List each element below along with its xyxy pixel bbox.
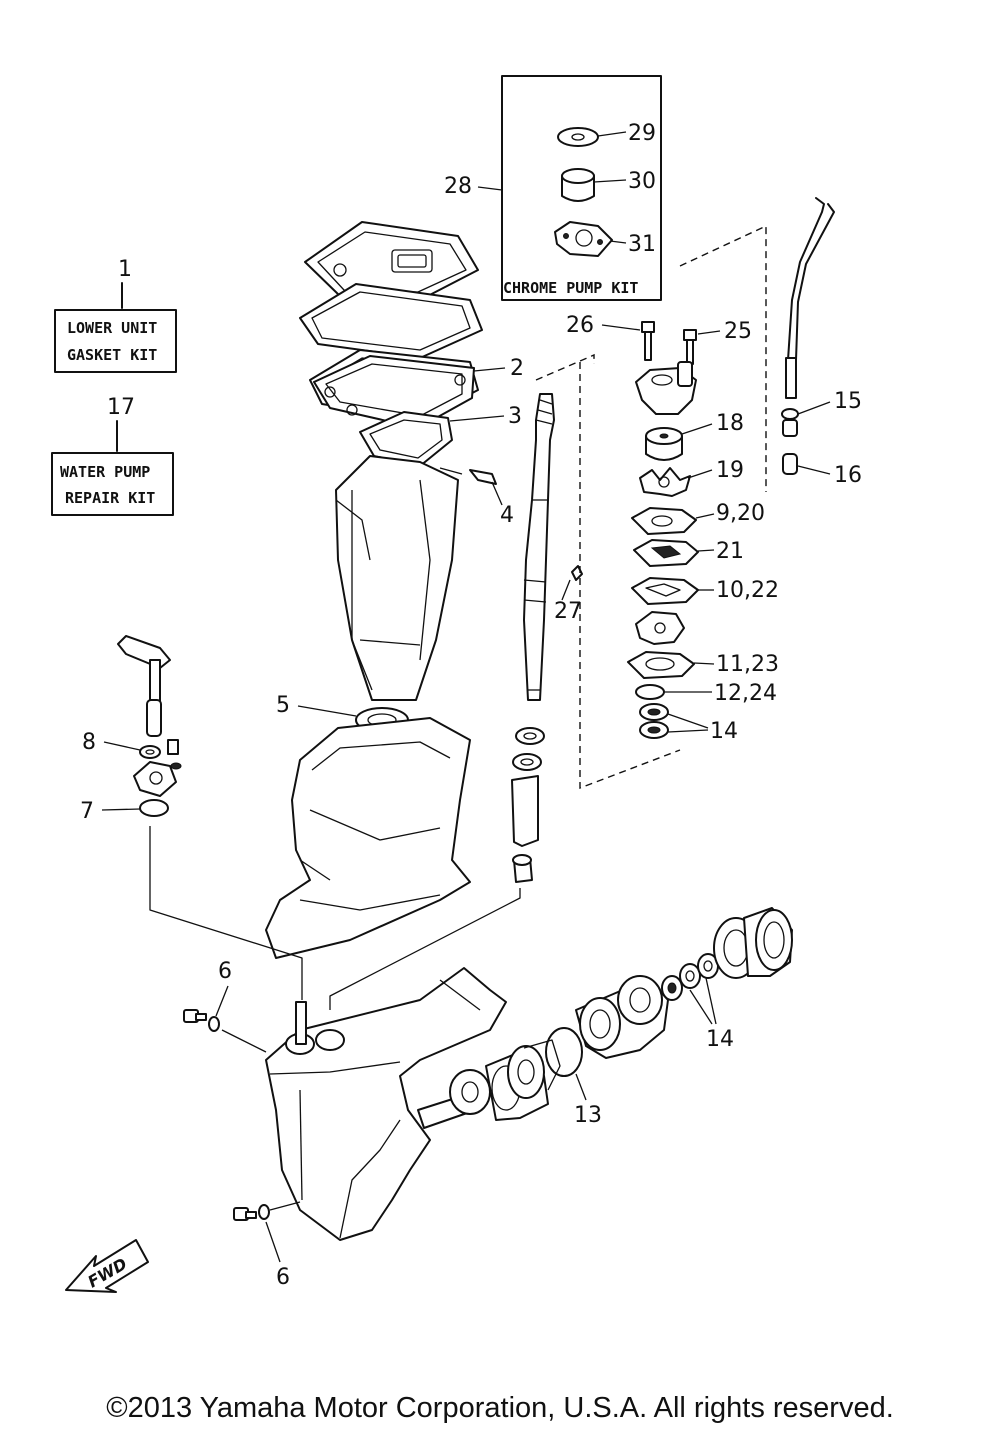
grommet-15[interactable] [781, 408, 799, 437]
forward-arrow-icon: FWD [65, 1239, 149, 1293]
shift-rod-assembly[interactable] [117, 635, 171, 737]
dowel-clip-4[interactable] [439, 467, 497, 485]
pump-housing-plate-part[interactable] [554, 221, 613, 257]
water-pump-repair-kit[interactable]: 17 WATER PUMP REPAIR KIT [51, 395, 174, 516]
pump-housing[interactable] [635, 361, 697, 415]
callout-12-24: 12,24 [714, 681, 777, 706]
callout-19: 19 [716, 458, 744, 483]
callout-13: 13 [574, 1103, 602, 1128]
callout-3: 3 [508, 404, 522, 429]
callout-18: 18 [716, 411, 744, 436]
callout-4: 4 [500, 503, 514, 528]
callout-16: 16 [834, 463, 862, 488]
bolt-25[interactable] [683, 329, 697, 365]
gasket-11-23[interactable] [627, 651, 695, 679]
kit-title: CHROME PUMP KIT [503, 279, 638, 297]
kit-title-line: LOWER UNIT [67, 319, 157, 337]
upper-casing [265, 717, 471, 959]
o-ring-12-24[interactable] [635, 684, 665, 700]
callout-10-22: 10,22 [716, 578, 779, 603]
callout-2: 2 [510, 356, 524, 381]
kit-title-line: GASKET KIT [67, 346, 157, 364]
callout-5: 5 [276, 693, 290, 718]
outer-plate-21[interactable] [633, 539, 699, 567]
chrome-pump-kit[interactable]: 28 CHROME PUMP KIT 29 30 31 [444, 75, 662, 301]
gasket-9-20[interactable] [631, 507, 697, 535]
lower-unit-gasket-kit[interactable]: 1 LOWER UNIT GASKET KIT [54, 257, 177, 373]
callout-21: 21 [716, 539, 744, 564]
oil-seals-14-lower[interactable] [661, 953, 719, 1001]
gasket-10-22[interactable] [631, 577, 699, 605]
callout-27: 27 [554, 599, 582, 624]
drain-screw-lower[interactable] [233, 1204, 270, 1221]
callout-14: 14 [706, 1027, 734, 1052]
grommet-16[interactable] [782, 453, 798, 475]
callout-7: 7 [80, 799, 94, 824]
o-ring-7[interactable] [139, 799, 169, 817]
kit-title-line: WATER PUMP [60, 463, 150, 481]
washer-part[interactable] [557, 127, 599, 147]
callout-25: 25 [724, 319, 752, 344]
callout-28: 28 [444, 174, 472, 199]
rear-housing[interactable] [713, 907, 793, 979]
callout-30: 30 [628, 169, 656, 194]
callout-6: 6 [218, 959, 232, 984]
callout-11-23: 11,23 [716, 652, 779, 677]
callout-29: 29 [628, 121, 656, 146]
plate-cartridge[interactable] [635, 611, 685, 645]
exhaust-manifold [335, 455, 459, 701]
oil-seal-8[interactable] [139, 745, 161, 759]
insert-cup-part[interactable] [561, 168, 595, 202]
kit-number-label: 1 [118, 257, 132, 282]
kit-title-line: REPAIR KIT [65, 489, 155, 507]
gasket-2[interactable] [313, 355, 475, 429]
o-ring-13[interactable] [545, 1027, 583, 1077]
callout-15: 15 [834, 389, 862, 414]
callout-8: 8 [82, 730, 96, 755]
callout-26: 26 [566, 313, 594, 338]
drain-screw-upper[interactable] [183, 1009, 220, 1032]
callout-9-20: 9,20 [716, 501, 765, 526]
drive-shaft[interactable] [523, 393, 555, 701]
propeller-shaft[interactable] [417, 1039, 561, 1129]
callout-14: 14 [710, 719, 738, 744]
water-tube[interactable] [785, 197, 835, 399]
bearing-housing[interactable] [575, 975, 669, 1059]
oil-seals-14-upper[interactable] [639, 703, 669, 739]
callout-6: 6 [276, 1265, 290, 1290]
kit-number-label: 17 [107, 395, 135, 420]
drive-shaft-bushing[interactable] [511, 727, 545, 883]
shift-rod-holder[interactable] [133, 739, 182, 797]
copyright-notice: ©2013 Yamaha Motor Corporation, U.S.A. A… [106, 1392, 894, 1424]
bolt-26[interactable] [641, 321, 655, 361]
impeller-19[interactable] [639, 467, 691, 497]
callout-31: 31 [628, 232, 656, 257]
lower-case [265, 967, 507, 1241]
insert-cartridge-18[interactable] [645, 427, 683, 461]
